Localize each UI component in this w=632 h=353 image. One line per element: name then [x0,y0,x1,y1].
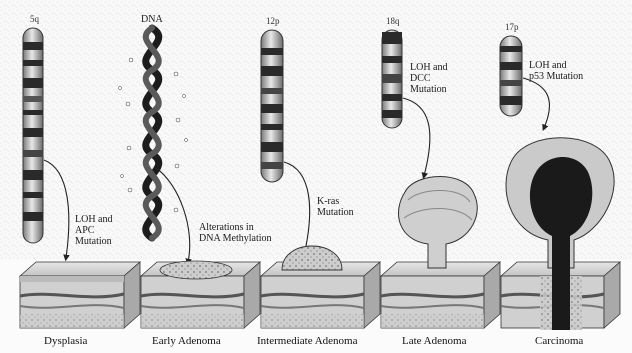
label-kras: K-ras Mutation [317,196,354,218]
chromosome-12p [261,30,283,182]
tissue-block-early-adenoma [141,261,260,328]
band-label-17p: 17p [505,22,519,32]
band-label-5q: 5q [30,14,39,24]
label-loh-dcc: LOH and DCC Mutation [410,62,448,95]
chromosome-18q [382,30,402,128]
stage-early-adenoma: Early Adenoma [152,335,221,347]
tissue-block-dysplasia [20,262,140,328]
chromosome-17p [500,36,522,116]
label-loh-p53: LOH and p53 Mutation [529,60,583,82]
label-methylation: Alterations in DNA Methylation [199,222,272,244]
stage-intermediate-adenoma: Intermediate Adenoma [257,335,358,347]
band-label-18q: 18q [386,16,400,26]
dna-label: DNA [141,14,163,25]
early-polyp [160,261,232,279]
label-loh-apc: LOH and APC Mutation [75,214,113,247]
stage-late-adenoma: Late Adenoma [402,335,466,347]
chromosome-5q [23,28,43,243]
stage-carcinoma: Carcinoma [535,335,583,347]
band-label-12p: 12p [266,16,280,26]
stage-dysplasia: Dysplasia [44,335,87,347]
